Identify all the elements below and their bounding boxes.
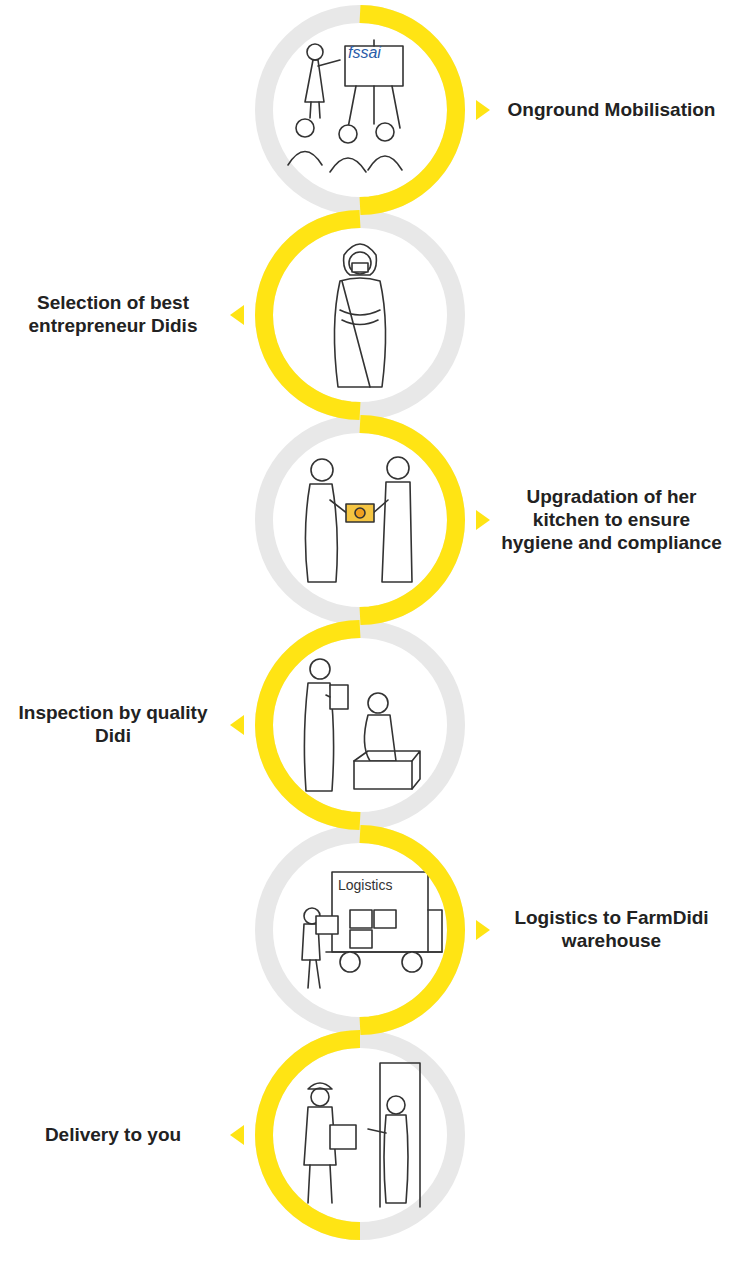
- inspection-sketch: [304, 659, 420, 791]
- delivery-sketch: [304, 1063, 420, 1207]
- step-circle: Upgradation of her kitchen to ensure hyg…: [255, 415, 465, 625]
- truck-text: Logistics: [338, 877, 392, 893]
- step-circle: Selection of best entrepreneur Didis: [255, 210, 465, 420]
- ring-arc: [264, 1039, 360, 1231]
- sign-text: fssai: [348, 44, 381, 62]
- presenter-sketch: [288, 40, 403, 172]
- step-circle: Delivery to you: [255, 1030, 465, 1240]
- didi-sketch: [334, 244, 385, 387]
- step-circle: Inspection by quality Didi: [255, 620, 465, 830]
- flow-connector: [360, 424, 456, 616]
- step-label: Logistics to FarmDidi warehouse: [499, 907, 724, 953]
- flow-connector: [360, 834, 456, 1026]
- flow-connector: [264, 629, 360, 821]
- step-label: Onground Mobilisation: [499, 99, 724, 122]
- step-circle: Onground Mobilisation: [255, 5, 465, 215]
- step-label: Delivery to you: [5, 1124, 221, 1147]
- step-label: Selection of best entrepreneur Didis: [5, 292, 221, 338]
- flow-connector: [264, 219, 360, 411]
- step-label: Upgradation of her kitchen to ensure hyg…: [499, 486, 724, 554]
- flow-connector: [360, 14, 456, 206]
- step-label: Inspection by quality Didi: [5, 702, 221, 748]
- pointer-triangles: [230, 100, 490, 1145]
- ring-track: [264, 14, 456, 1231]
- handover-sketch: [305, 457, 412, 582]
- truck-sketch: [302, 872, 442, 988]
- step-circle: Logistics to FarmDidi warehouse: [255, 825, 465, 1035]
